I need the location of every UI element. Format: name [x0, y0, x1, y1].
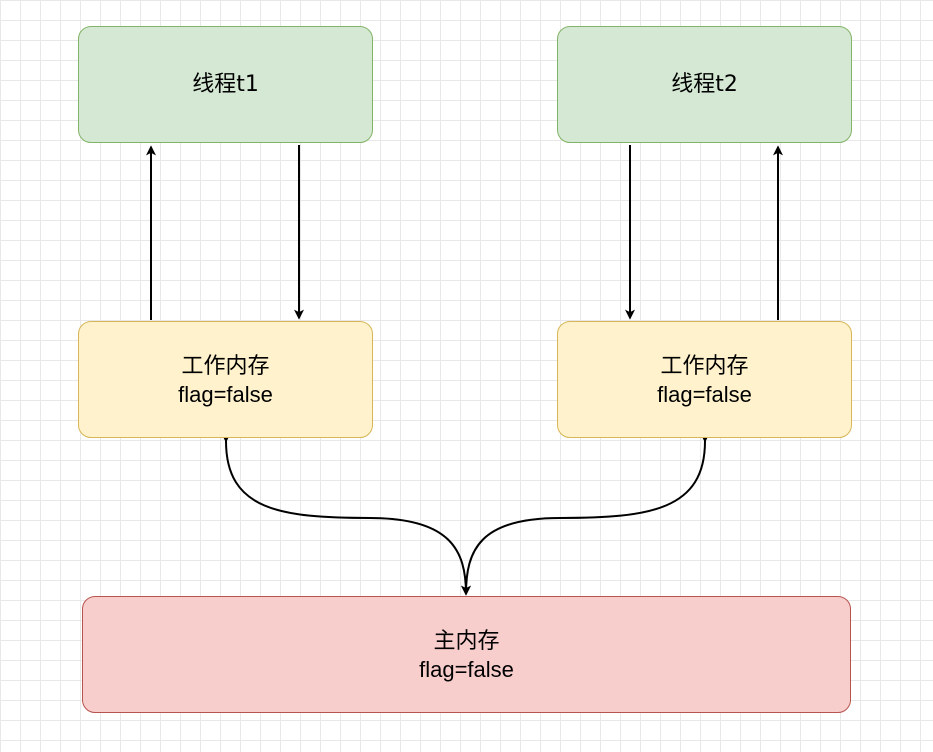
- work-memory-2-node: 工作内存 flag=false: [557, 321, 852, 438]
- work-memory-1-title: 工作内存: [181, 353, 270, 379]
- work-memory-1-flag: flag=false: [178, 381, 273, 407]
- thread-t2-label: 线程t2: [671, 71, 738, 97]
- main-memory-title: 主内存: [433, 628, 500, 654]
- main-memory-node: 主内存 flag=false: [82, 596, 851, 713]
- thread-t1-node: 线程t1: [78, 26, 373, 143]
- work-memory-2-flag: flag=false: [657, 381, 752, 407]
- work-memory-2-title: 工作内存: [660, 353, 749, 379]
- work-memory-1-node: 工作内存 flag=false: [78, 321, 373, 438]
- edge-work1-main-bidirectional: [220, 432, 471, 596]
- thread-t1-label: 线程t1: [192, 71, 259, 97]
- edge-work2-main-bidirectional: [461, 432, 711, 596]
- thread-t2-node: 线程t2: [557, 26, 852, 143]
- main-memory-flag: flag=false: [419, 656, 514, 682]
